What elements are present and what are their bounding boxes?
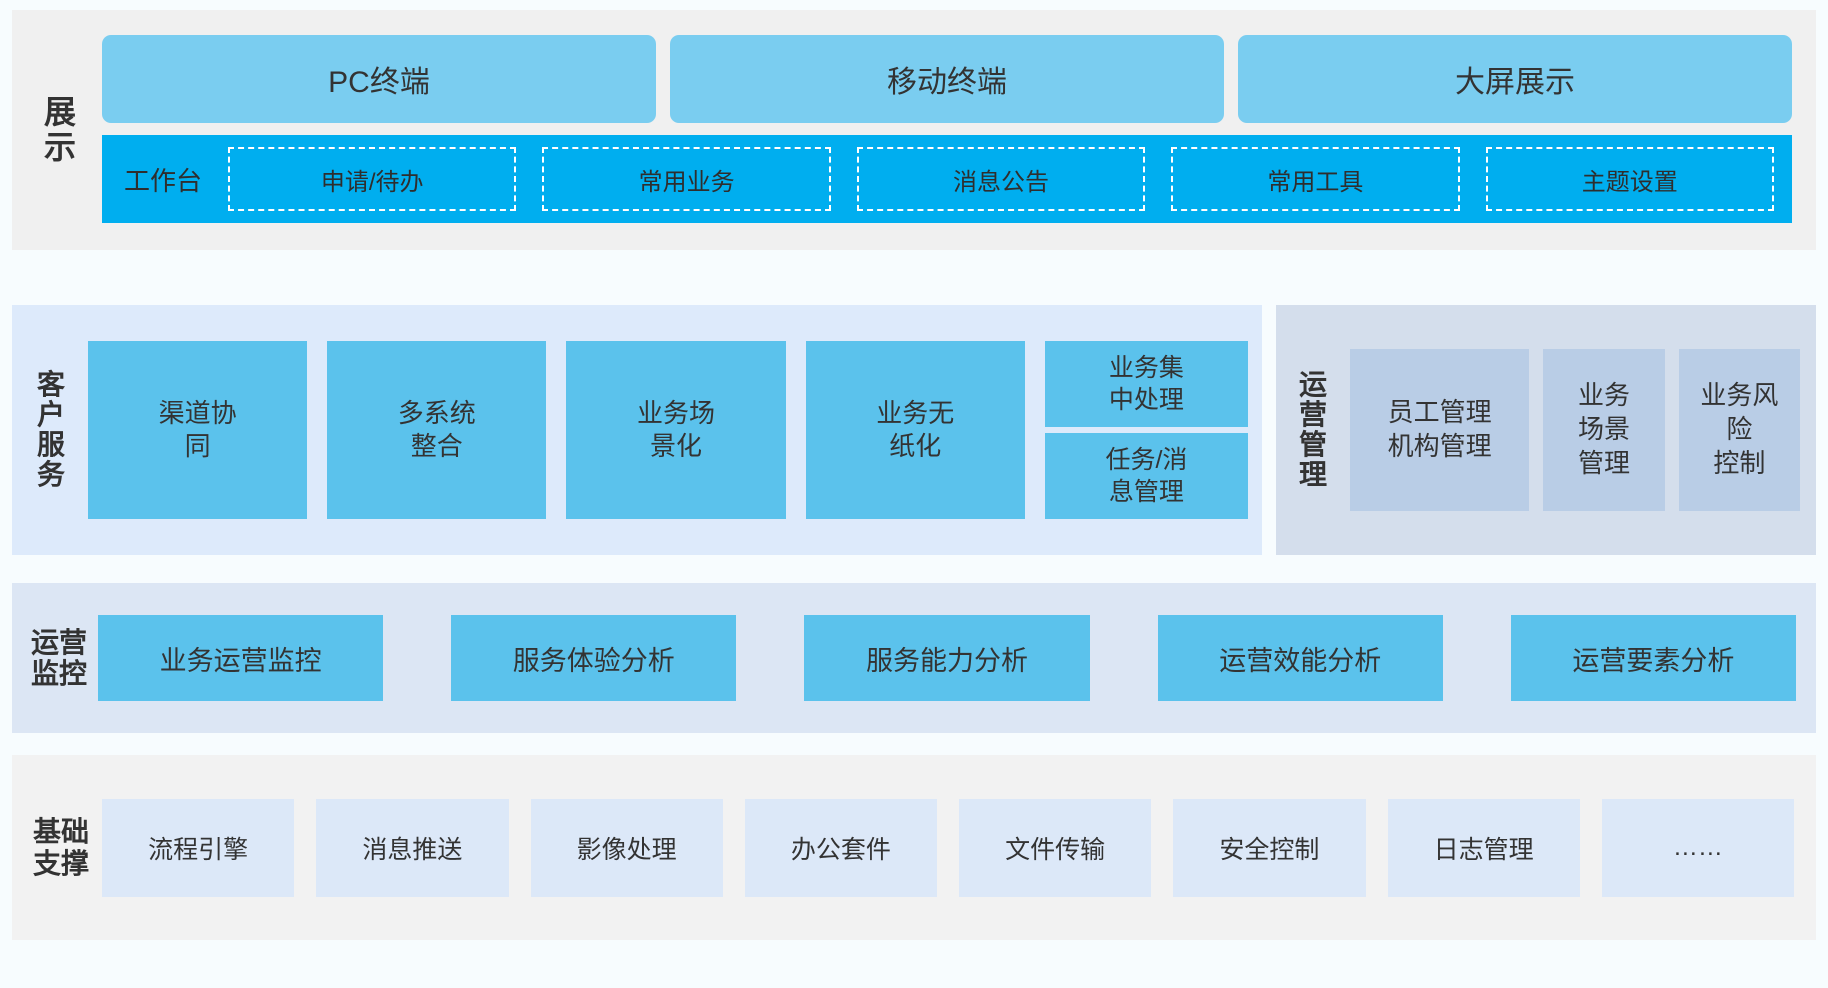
workbench-items: 申请/待办 常用业务 消息公告 常用工具 主题设置 <box>228 147 1774 211</box>
cs-box-multi-system-integration[interactable]: 多系统 整合 <box>327 341 547 519</box>
foundation-box-more-ellipsis[interactable]: …… <box>1601 798 1794 897</box>
middle-section: 客 户 服 务 渠道协 同 多系统 整合 业务场 景化 业务无 纸化 业务集 中… <box>12 305 1816 555</box>
foundation-box-message-push[interactable]: 消息推送 <box>316 798 509 897</box>
operation-management-panel: 运 营 管 理 员工管理 机构管理 业务 场景 管理 业务风 险 控制 <box>1276 305 1816 555</box>
operation-management-boxes: 员工管理 机构管理 业务 场景 管理 业务风 险 控制 <box>1350 349 1801 511</box>
cs-box-channel-collaboration[interactable]: 渠道协 同 <box>88 341 308 519</box>
monitor-box-service-capability-analysis[interactable]: 服务能力分析 <box>804 615 1090 701</box>
ops-box-staff-org-management[interactable]: 员工管理 机构管理 <box>1350 349 1530 511</box>
operation-monitor-label: 运营 监控 <box>30 626 87 689</box>
workbench-chip-common-business[interactable]: 常用业务 <box>542 147 831 211</box>
cs-box-centralized-processing[interactable]: 业务集 中处理 <box>1044 341 1249 427</box>
terminal-card-large-screen[interactable]: 大屏展示 <box>1238 35 1792 123</box>
cs-stacked-group: 业务集 中处理 任务/消 息管理 <box>1044 341 1249 519</box>
foundation-support-section: 基础 支撑 流程引擎 消息推送 影像处理 办公套件 文件传输 安全控制 日志管理… <box>12 755 1816 940</box>
cs-box-business-scenario[interactable]: 业务场 景化 <box>566 341 786 519</box>
presentation-layer-section: 展 示 PC终端 移动终端 大屏展示 工作台 申请/待办 常用业务 消息公告 常… <box>12 10 1816 250</box>
monitor-box-business-operation-monitoring[interactable]: 业务运营监控 <box>98 615 384 701</box>
terminal-card-pc[interactable]: PC终端 <box>102 35 656 123</box>
ops-box-business-scenario-management[interactable]: 业务 场景 管理 <box>1543 349 1665 511</box>
cs-box-task-message-management[interactable]: 任务/消 息管理 <box>1044 433 1249 519</box>
foundation-box-security-control[interactable]: 安全控制 <box>1173 798 1366 897</box>
terminal-row: PC终端 移动终端 大屏展示 <box>102 35 1792 123</box>
customer-service-label: 客 户 服 务 <box>36 368 65 491</box>
customer-service-panel: 客 户 服 务 渠道协 同 多系统 整合 业务场 景化 业务无 纸化 业务集 中… <box>12 305 1262 555</box>
terminal-card-mobile[interactable]: 移动终端 <box>670 35 1224 123</box>
presentation-layer-body: PC终端 移动终端 大屏展示 工作台 申请/待办 常用业务 消息公告 常用工具 … <box>102 35 1792 225</box>
monitor-box-service-experience-analysis[interactable]: 服务体验分析 <box>451 615 737 701</box>
workbench-chip-applications-todo[interactable]: 申请/待办 <box>228 147 517 211</box>
monitor-box-operation-efficiency-analysis[interactable]: 运营效能分析 <box>1157 615 1443 701</box>
workbench-chip-common-tools[interactable]: 常用工具 <box>1171 147 1460 211</box>
ops-box-business-risk-control[interactable]: 业务风 险 控制 <box>1678 349 1801 511</box>
foundation-box-image-processing[interactable]: 影像处理 <box>530 798 723 897</box>
foundation-support-label: 基础 支撑 <box>32 816 89 879</box>
operation-management-label: 运 营 管 理 <box>1298 368 1327 491</box>
foundation-support-boxes: 流程引擎 消息推送 影像处理 办公套件 文件传输 安全控制 日志管理 …… <box>102 798 1794 897</box>
foundation-box-process-engine[interactable]: 流程引擎 <box>102 798 295 897</box>
foundation-box-file-transfer[interactable]: 文件传输 <box>959 798 1152 897</box>
operation-monitor-section: 运营 监控 业务运营监控 服务体验分析 服务能力分析 运营效能分析 运营要素分析 <box>12 583 1816 733</box>
customer-service-boxes: 渠道协 同 多系统 整合 业务场 景化 业务无 纸化 业务集 中处理 任务/消 … <box>88 341 1249 519</box>
presentation-layer-label: 展 示 <box>43 94 76 165</box>
monitor-box-operation-factor-analysis[interactable]: 运营要素分析 <box>1510 615 1797 701</box>
workbench-bar: 工作台 申请/待办 常用业务 消息公告 常用工具 主题设置 <box>102 135 1792 223</box>
workbench-title: 工作台 <box>124 165 203 196</box>
workbench-chip-theme-settings[interactable]: 主题设置 <box>1485 147 1774 211</box>
operation-monitor-boxes: 业务运营监控 服务体验分析 服务能力分析 运营效能分析 运营要素分析 <box>98 615 1797 701</box>
cs-box-paperless-business[interactable]: 业务无 纸化 <box>805 341 1025 519</box>
workbench-chip-announcements[interactable]: 消息公告 <box>856 147 1146 211</box>
foundation-box-office-suite[interactable]: 办公套件 <box>744 798 937 897</box>
foundation-box-log-management[interactable]: 日志管理 <box>1387 798 1580 897</box>
